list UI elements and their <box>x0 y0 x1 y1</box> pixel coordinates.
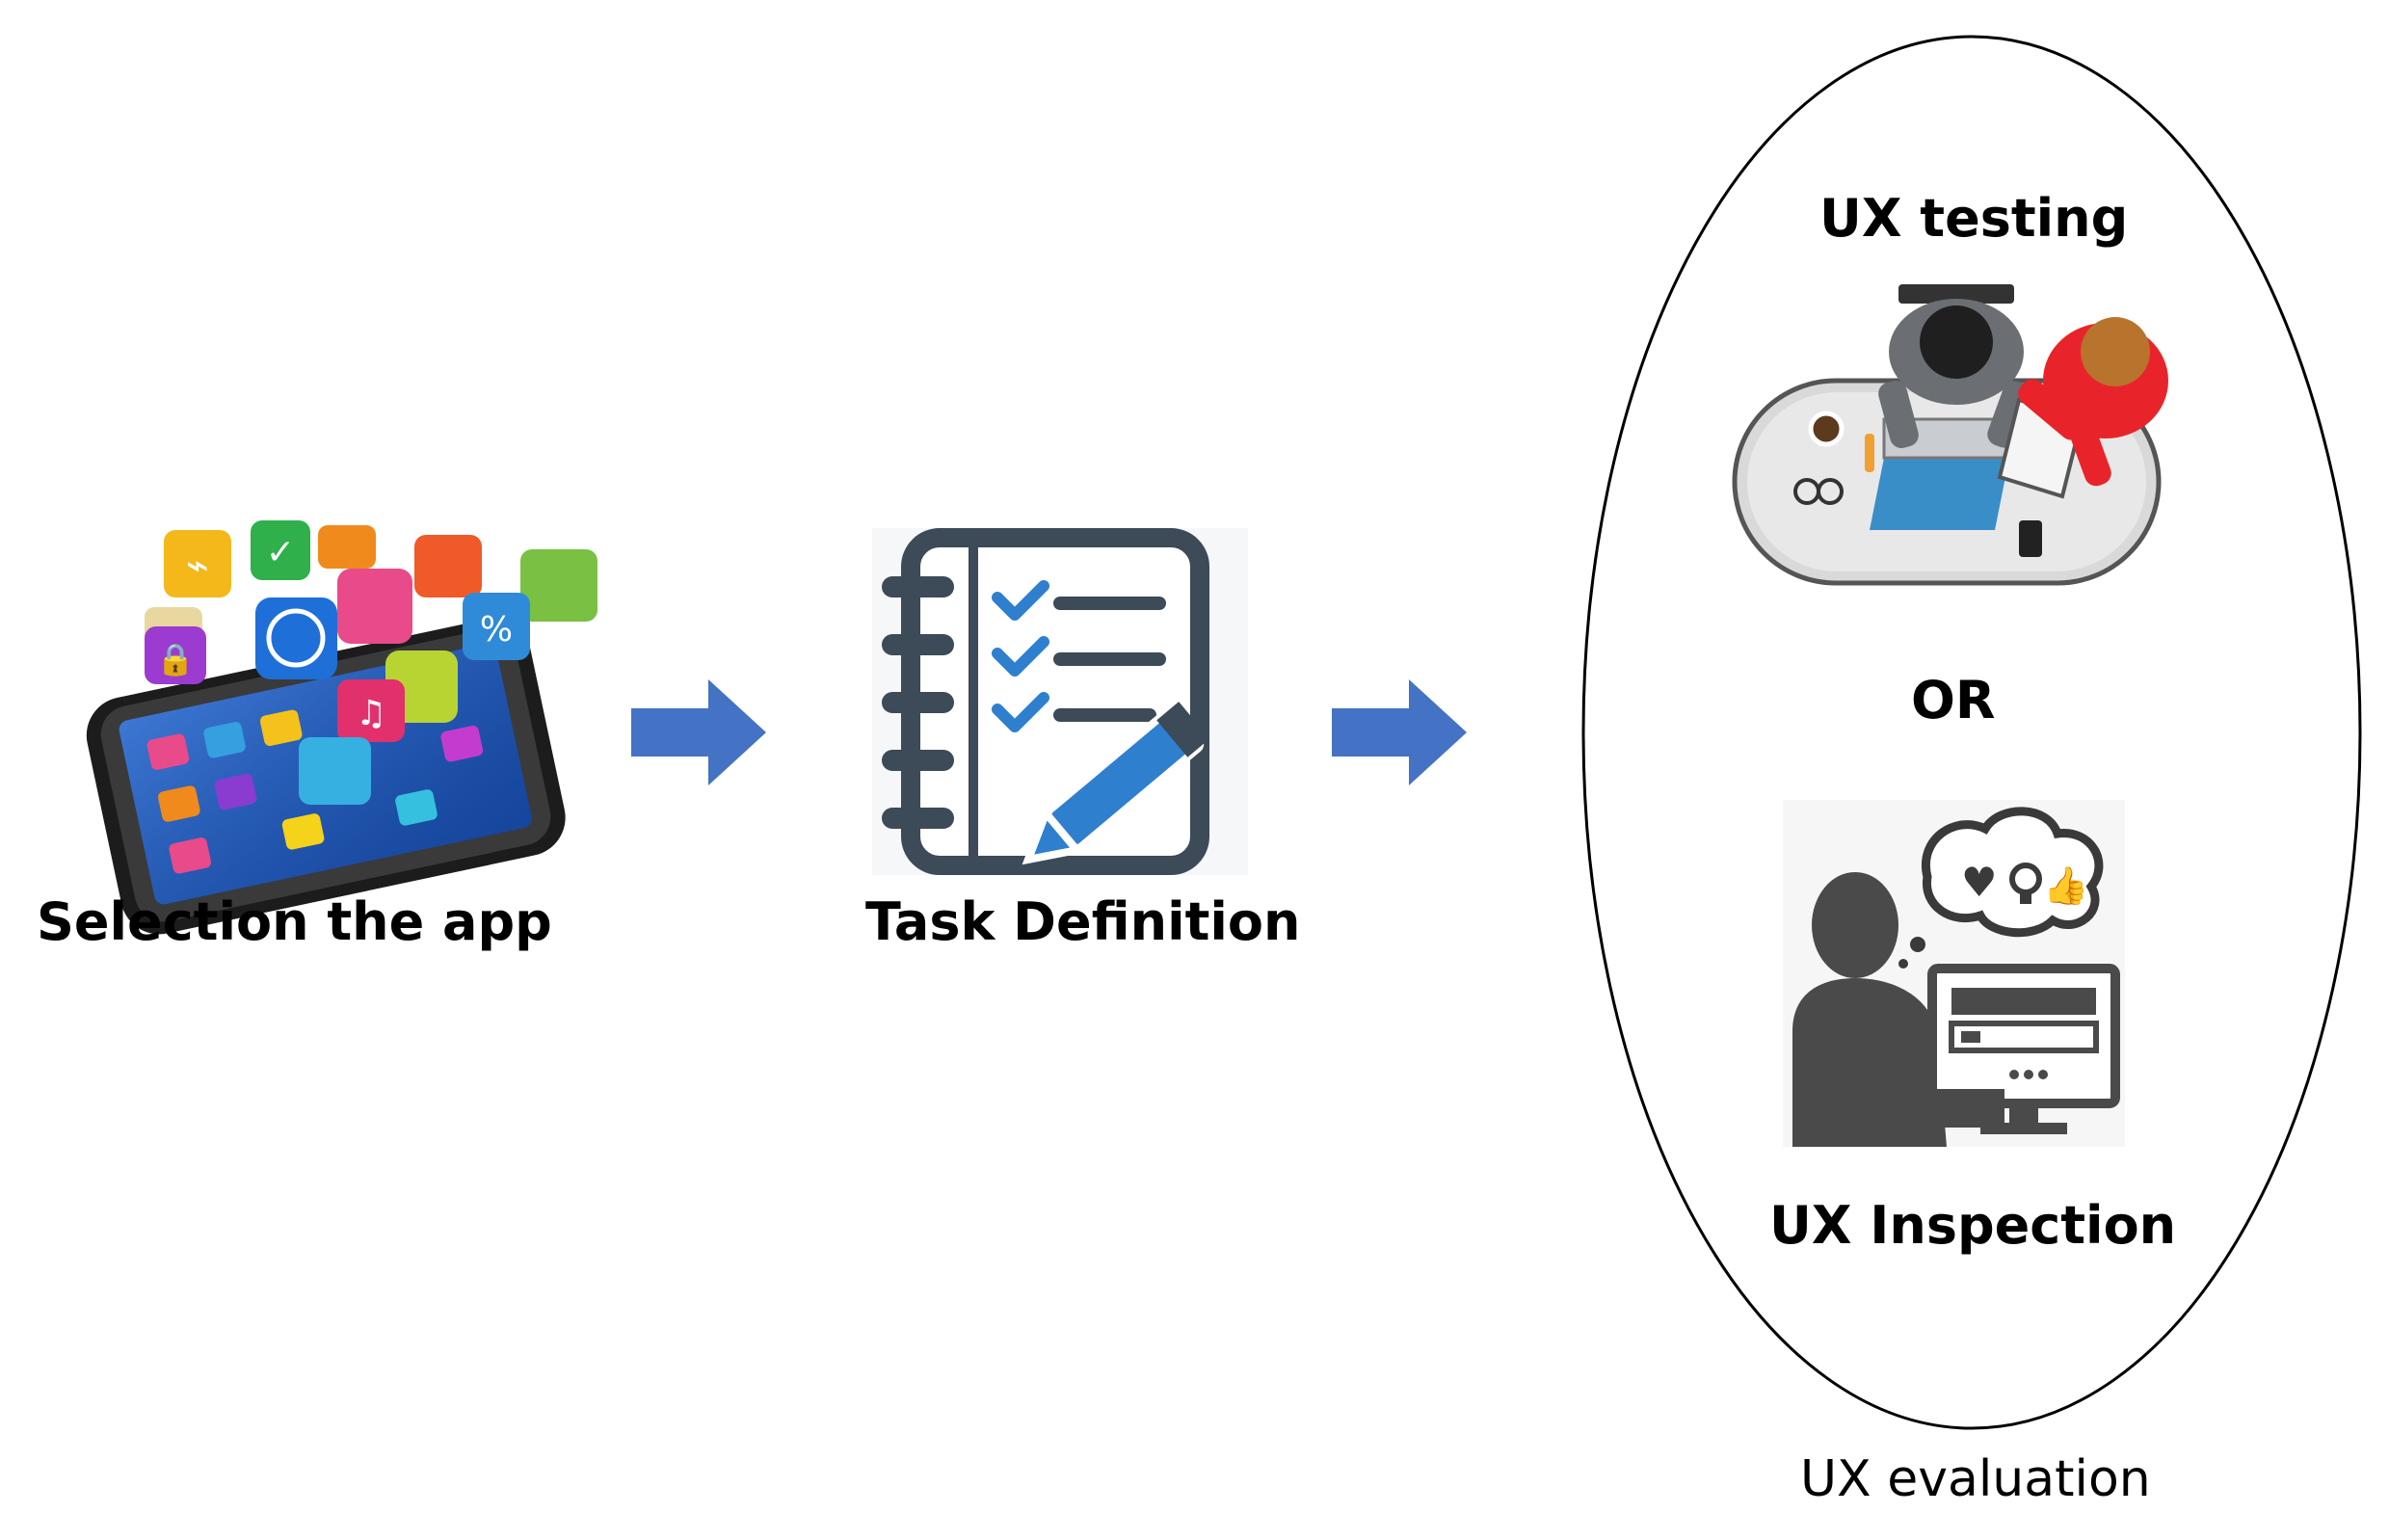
or-separator: OR <box>1911 670 1996 730</box>
ux-evaluation-ellipse <box>1581 35 2362 1430</box>
svg-text:👍: 👍 <box>2043 864 2088 907</box>
step-label-task-definition: Task Definition <box>865 891 1301 952</box>
svg-text:%: % <box>480 610 513 650</box>
ux-testing-meeting-icon <box>1732 284 2168 586</box>
checklist-notebook-icon <box>872 528 1248 875</box>
svg-text:♥: ♥ <box>1961 859 1998 906</box>
ux-inspection-label: UX Inspection <box>1769 1195 2177 1256</box>
svg-text:🔒: 🔒 <box>156 641 195 677</box>
svg-text:♫: ♫ <box>356 694 386 733</box>
flow-arrow-1 <box>631 679 766 785</box>
flow-arrow-2 <box>1332 679 1467 785</box>
ux-evaluation-group-label: UX evaluation <box>1800 1450 2151 1508</box>
step-label-selection: Selection the app <box>37 891 552 952</box>
ux-testing-label: UX testing <box>1819 188 2129 249</box>
ux-inspection-person-monitor-icon: ♥ 👍 <box>1783 800 2125 1147</box>
svg-text:⌁: ⌁ <box>186 544 209 588</box>
smartphone-apps-icon: ⌁ ✓ 🔒 % ♫ <box>86 520 597 935</box>
svg-text:✓: ✓ <box>266 533 295 572</box>
